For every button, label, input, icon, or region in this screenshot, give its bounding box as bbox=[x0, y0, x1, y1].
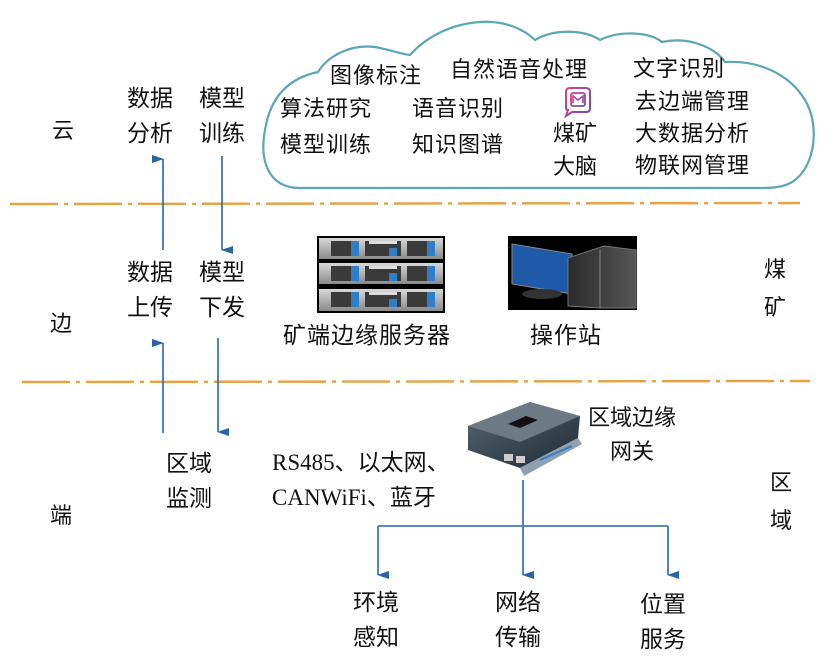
gateway-protocols: RS485、以太网、 CANWiFi、蓝牙 bbox=[272, 450, 450, 510]
cloud-item-image-annotation: 图像标注 bbox=[330, 64, 423, 89]
divider-edge-end bbox=[21, 379, 811, 384]
cloud-item-big-data-analysis: 大数据分析 bbox=[635, 122, 751, 147]
gateway-label: 区域边缘 网关 bbox=[588, 406, 677, 465]
cloud-shape bbox=[262, 20, 815, 190]
layer-label-edge: 边 bbox=[50, 312, 73, 337]
flow-label-data-upload: 数据 上传 bbox=[127, 260, 173, 321]
cloud-item-speech-recognition: 语音识别 bbox=[412, 97, 505, 122]
right-label-coal-mine: 煤矿 bbox=[763, 258, 786, 321]
flow-label-model-deploy: 模型 下发 bbox=[199, 260, 245, 321]
right-label-region: 区域 bbox=[769, 471, 792, 534]
layer-label-end: 端 bbox=[50, 504, 73, 529]
service-location: 位置 服务 bbox=[640, 592, 686, 653]
service-network-transmission: 网络 传输 bbox=[495, 590, 541, 651]
cloud-item-knowledge-graph: 知识图谱 bbox=[412, 133, 505, 158]
brain-logo-icon bbox=[564, 87, 591, 119]
flow-label-region-monitoring: 区域 监测 bbox=[166, 451, 212, 512]
cloud-item-algorithm-research: 算法研究 bbox=[280, 97, 373, 122]
cloud-item-text-recognition: 文字识别 bbox=[633, 57, 726, 82]
divider-cloud-edge bbox=[9, 201, 801, 206]
cloud-brain-label: 煤矿 大脑 bbox=[553, 122, 598, 180]
server-rack-icon bbox=[317, 236, 445, 313]
device-label-workstation: 操作站 bbox=[530, 323, 602, 349]
service-env-sensing: 环境 感知 bbox=[353, 590, 399, 651]
cloud-item-edge-management: 去边端管理 bbox=[635, 90, 751, 115]
cloud-item-model-training: 模型训练 bbox=[280, 133, 373, 158]
flow-label-data-analysis: 数据 分析 bbox=[127, 86, 173, 147]
device-label-mine-edge-server: 矿端边缘服务器 bbox=[283, 323, 451, 349]
edge-gateway-icon bbox=[468, 402, 582, 476]
workstation-icon bbox=[508, 236, 637, 310]
layer-label-cloud: 云 bbox=[52, 119, 75, 144]
cloud-item-iot-management: 物联网管理 bbox=[635, 154, 751, 179]
flow-label-model-training: 模型 训练 bbox=[199, 86, 245, 147]
cloud-item-nlp: 自然语音处理 bbox=[450, 58, 589, 83]
